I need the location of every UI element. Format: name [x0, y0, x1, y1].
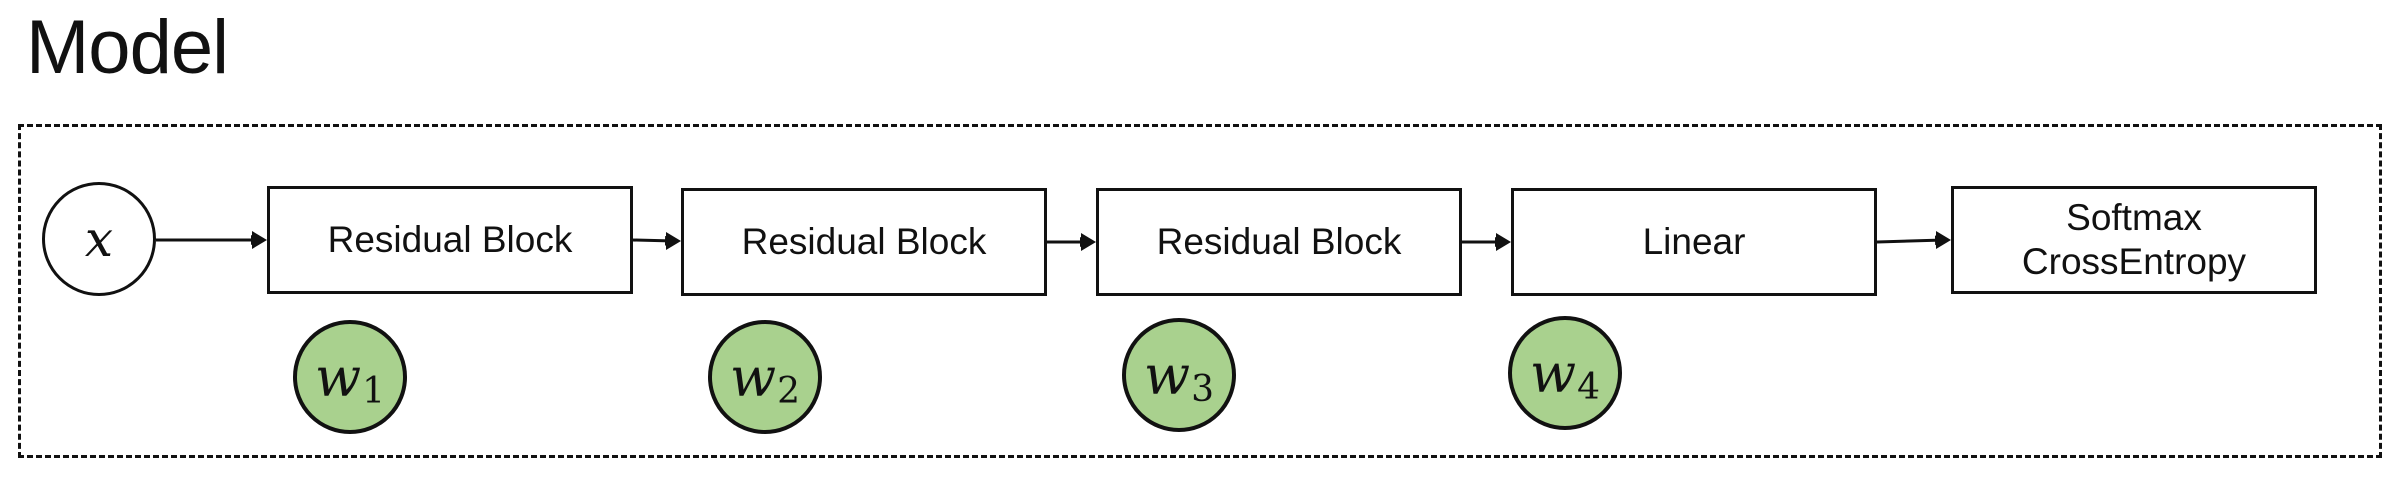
softmax-label: Softmax: [2066, 196, 2202, 238]
model-boundary: [18, 124, 2382, 458]
weight-w3-base: w: [1143, 343, 1191, 407]
weight-w1-base: w: [314, 345, 362, 409]
residual-block-3: Residual Block: [1096, 188, 1462, 296]
diagram-title: Model: [26, 5, 229, 90]
weight-w3-subscript: 3: [1191, 368, 1215, 410]
weight-w1-subscript: 1: [362, 370, 386, 412]
crossentropy-label: CrossEntropy: [2021, 241, 2247, 282]
weight-w4-subscript: 4: [1577, 366, 1601, 408]
weight-w4-base: w: [1529, 341, 1577, 405]
softmax-crossentropy-block: Softmax CrossEntropy: [1951, 186, 2317, 294]
residual-block-1: Residual Block: [267, 186, 633, 294]
weight-w2-base: w: [729, 345, 777, 409]
weight-w2-subscript: 2: [777, 370, 801, 412]
linear-block: Linear: [1511, 188, 1877, 296]
residual-block-2: Residual Block: [681, 188, 1047, 296]
input-node-x: x: [42, 182, 156, 296]
